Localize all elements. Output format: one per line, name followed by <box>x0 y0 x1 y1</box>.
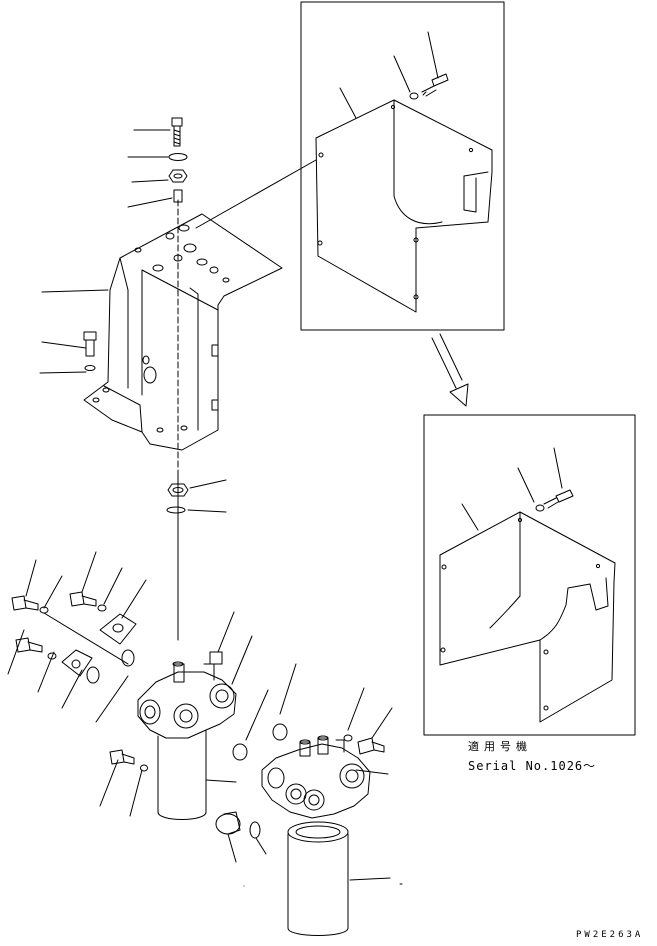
bolt-right <box>357 737 385 755</box>
bracket-bolt <box>83 331 97 371</box>
drawing-code: PW2E263A <box>576 930 644 940</box>
washer-bottom <box>535 504 545 512</box>
o-ring-1 <box>121 649 135 667</box>
washer-left-4 <box>140 764 148 772</box>
washer-right <box>343 734 353 742</box>
nut-lower <box>166 483 189 514</box>
bracket <box>83 213 283 451</box>
detail-box-bottom <box>423 414 636 736</box>
flange-plate-upper <box>99 613 137 645</box>
applicability-serial: Serial No.1026～ <box>468 759 597 773</box>
o-ring-3 <box>232 743 248 761</box>
bolt-left-2 <box>69 591 97 607</box>
o-ring-2 <box>86 666 100 684</box>
filter-cartridge-left <box>157 729 237 820</box>
bolt-top <box>421 73 449 97</box>
flange-plate-lower <box>61 649 93 677</box>
applicability-label-jp: 適用号機 <box>468 740 532 753</box>
o-ring-5 <box>249 821 261 839</box>
filter-head-right <box>261 735 371 819</box>
washer-left-3 <box>47 652 57 660</box>
arrow-down <box>431 333 469 407</box>
o-ring-4 <box>272 723 288 741</box>
washer-left-2 <box>97 604 107 612</box>
detail-box-top <box>300 1 505 331</box>
washer-top <box>409 92 419 100</box>
bolt-left-1 <box>11 595 39 611</box>
plug-right <box>215 811 241 835</box>
filter-cartridge-right <box>287 821 349 936</box>
bolt-stack <box>168 117 188 203</box>
cover-plate-top <box>315 99 493 313</box>
bolt-bottom <box>543 489 574 509</box>
cover-plate-bottom <box>439 511 616 723</box>
bolt-left-4 <box>109 749 135 765</box>
filter-head-left <box>137 651 237 739</box>
